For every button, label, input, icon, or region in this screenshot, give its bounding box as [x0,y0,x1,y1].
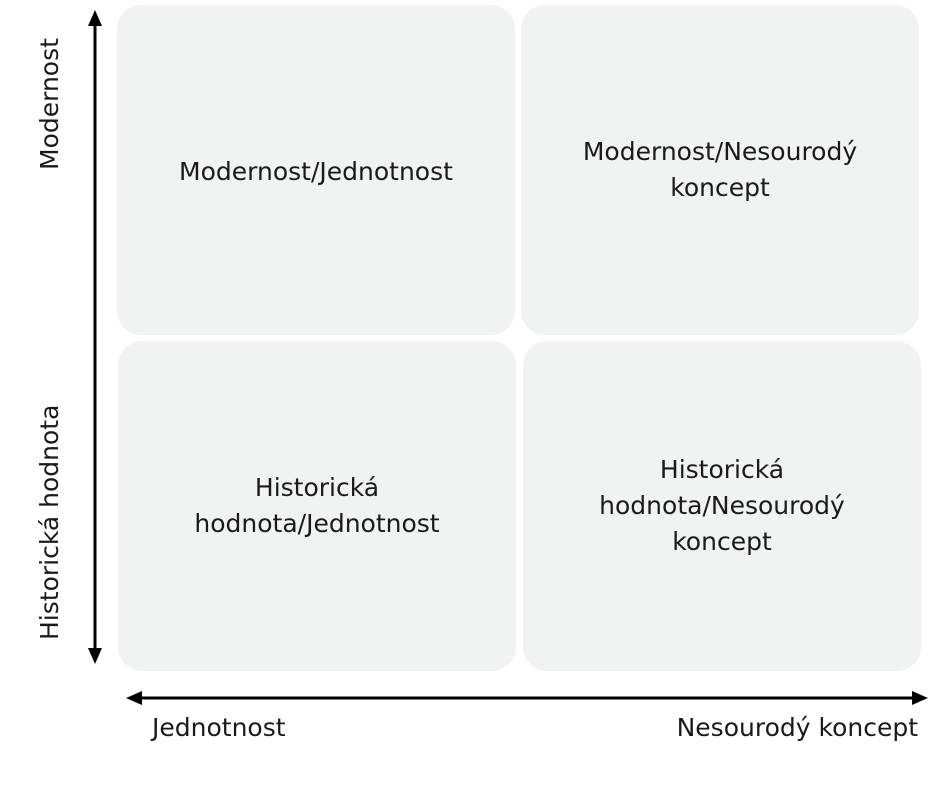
quadrant-historicka-hodnota-jednotnost: Historická hodnota/Jednotnost [118,341,516,671]
quadrant-label: Historická hodnota/Nesourodý koncept [599,455,845,556]
quadrant-modernost-nesourody-koncept: Modernost/Nesourodý koncept [521,5,919,335]
quadrant-label: Historická hodnota/Jednotnost [194,473,440,538]
quadrant-modernost-jednotnost: Modernost/Jednotnost [117,5,515,335]
y-axis-label-top: Modernost [35,38,64,170]
x-axis-label-left: Jednotnost [152,713,286,742]
x-axis-label-right: Nesourodý koncept [676,713,918,742]
y-axis-label-bottom: Historická hodnota [35,404,64,640]
quadrant-label: Modernost/Jednotnost [179,157,453,186]
quadrant-historicka-hodnota-nesourody-koncept: Historická hodnota/Nesourodý koncept [523,341,921,671]
vertical-axis-arrow [88,10,102,664]
quadrant-label: Modernost/Nesourodý koncept [582,137,858,202]
horizontal-axis-arrow [126,691,928,705]
